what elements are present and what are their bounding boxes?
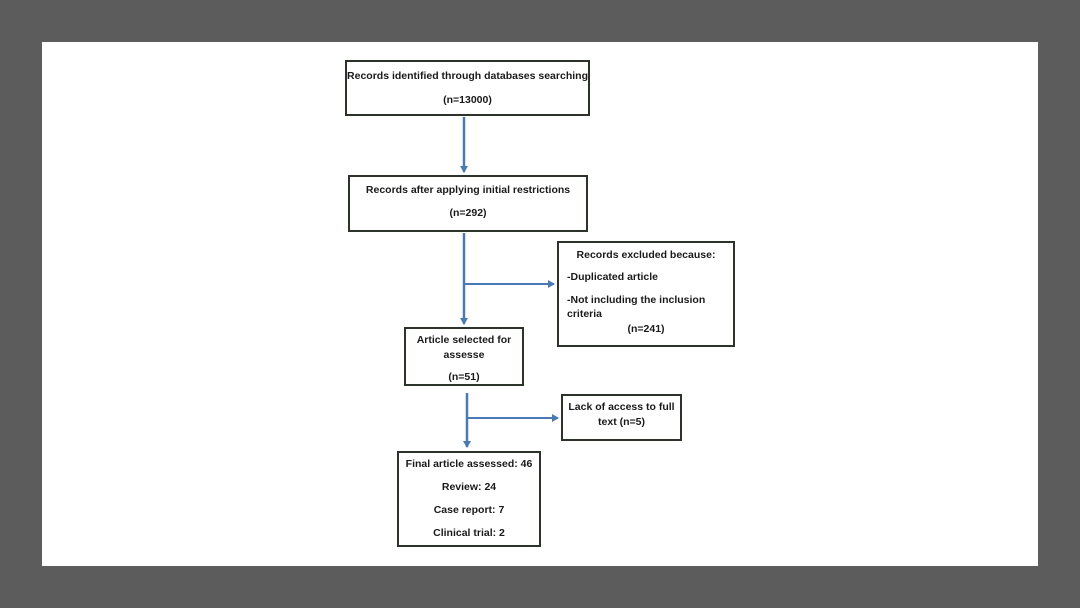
box-records-after-restrictions-title: Records after applying initial restricti… xyxy=(365,184,571,196)
box-lack-of-access: Lack of access to full text (n=5) xyxy=(561,394,682,441)
box-records-identified-title: Records identified through databases sea… xyxy=(347,70,588,82)
box-article-selected-count: (n=51) xyxy=(448,371,480,383)
box-final-assessed-total: Final article assessed: 46 xyxy=(405,458,533,470)
box-final-assessed: Final article assessed: 46 Review: 24 Ca… xyxy=(397,451,541,547)
box-article-selected-title-line-1: Article selected for xyxy=(416,334,512,346)
box-records-identified-count: (n=13000) xyxy=(443,94,492,106)
box-records-excluded-reason-2-line-2: criteria xyxy=(567,308,603,320)
box-records-excluded-reason-1: -Duplicated article xyxy=(567,271,659,283)
box-lack-of-access-line-1: Lack of access to full xyxy=(568,401,675,413)
box-records-after-restrictions: Records after applying initial restricti… xyxy=(348,175,588,232)
box-records-after-restrictions-count: (n=292) xyxy=(449,207,487,219)
box-records-excluded: Records excluded because: -Duplicated ar… xyxy=(557,241,735,347)
box-final-assessed-case-report: Case report: 7 xyxy=(433,504,505,516)
box-final-assessed-clinical-trial: Clinical trial: 2 xyxy=(433,527,505,539)
box-records-excluded-reason-2-line-1: -Not including the inclusion xyxy=(567,294,706,306)
box-records-excluded-count: (n=241) xyxy=(627,323,665,335)
box-article-selected: Article selected for assesse (n=51) xyxy=(404,327,524,386)
box-article-selected-title-line-2: assesse xyxy=(443,349,485,361)
box-records-identified: Records identified through databases sea… xyxy=(345,60,590,116)
box-records-excluded-title: Records excluded because: xyxy=(576,249,716,261)
box-lack-of-access-line-2: text (n=5) xyxy=(598,416,645,428)
box-final-assessed-review: Review: 24 xyxy=(441,481,497,493)
